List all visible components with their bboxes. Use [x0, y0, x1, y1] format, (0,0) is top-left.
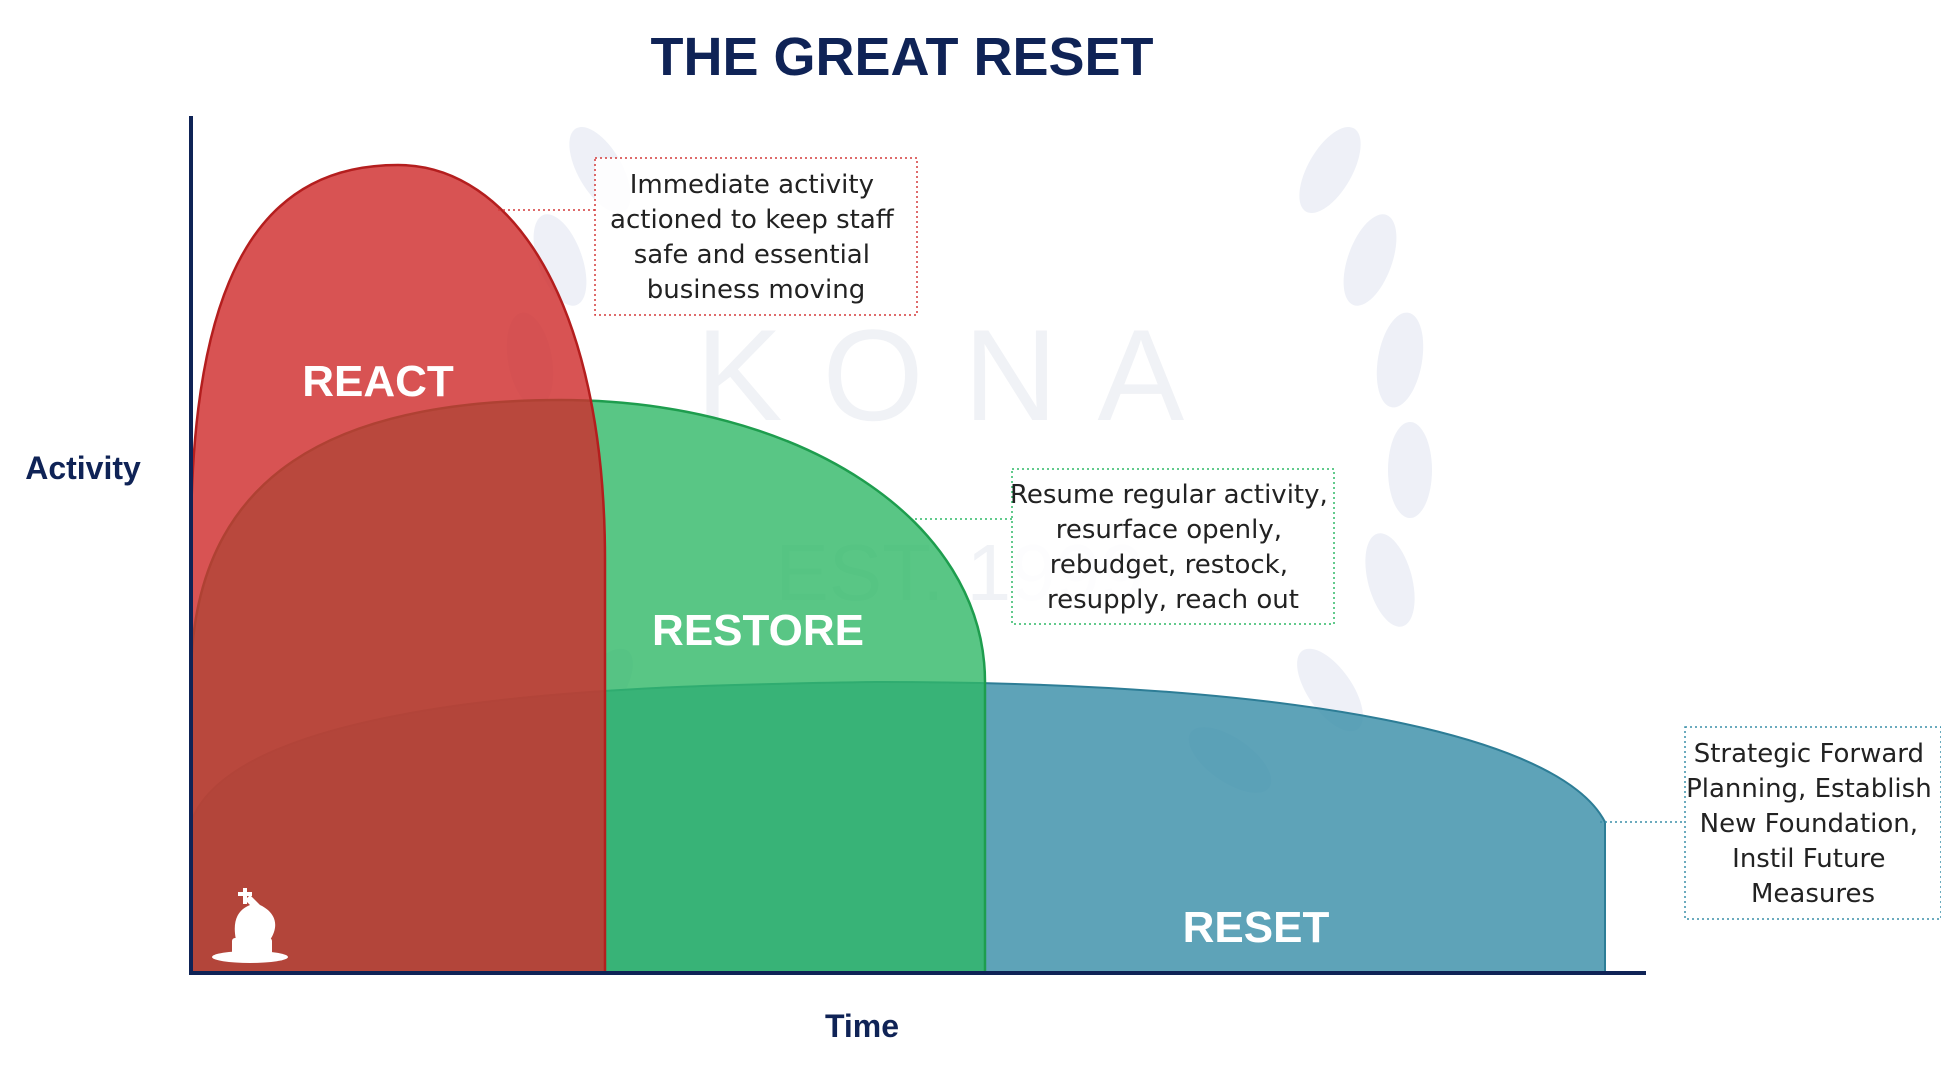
callout-text-reset: Strategic Forward Planning, Establish Ne…: [1686, 739, 1940, 909]
callout-box-react: [594, 157, 918, 316]
callout-text-react: Immediate activity actioned to keep staf…: [610, 170, 902, 305]
page-title: THE GREAT RESET: [650, 27, 1153, 87]
y-axis-label: Activity: [25, 450, 141, 486]
callout-box-restore: [1011, 468, 1335, 625]
x-axis-label: Time: [825, 1008, 899, 1044]
phase-label-react: REACT: [302, 357, 454, 406]
watermark-name: KONA: [696, 302, 1224, 448]
chess-knight-icon: [212, 888, 288, 963]
react-area: [189, 163, 607, 975]
callout-box-reset: [1684, 726, 1941, 920]
phase-label-restore: RESTORE: [652, 606, 864, 655]
callout-text-restore: Resume regular activity, resurface openl…: [1010, 480, 1336, 615]
phase-label-reset: RESET: [1183, 903, 1330, 952]
